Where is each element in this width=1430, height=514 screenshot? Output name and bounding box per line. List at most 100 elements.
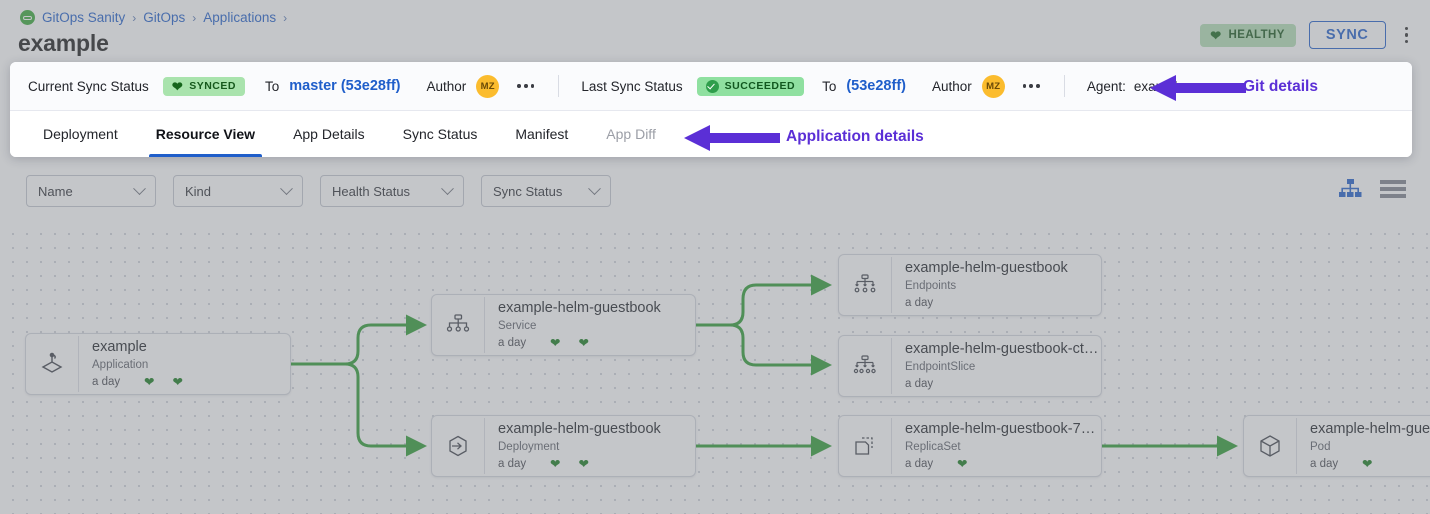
node-name: example-helm-guestbook (905, 259, 1068, 276)
node-kind: Deployment (498, 441, 560, 454)
heart-icon: ❤ (578, 457, 589, 472)
node-meta: a day ❤ ❤ (92, 374, 290, 390)
filter-name[interactable]: Name (26, 175, 156, 207)
tree-view-icon[interactable] (1338, 178, 1362, 200)
service-icon (432, 312, 484, 338)
filter-kind[interactable]: Kind (173, 175, 303, 207)
node-kind: Pod (1310, 441, 1331, 454)
annotation-arrow-application-details (684, 125, 780, 151)
node-kind: Service (498, 320, 537, 333)
breadcrumb-item-gitops-sanity[interactable]: GitOps Sanity (42, 10, 126, 25)
last-author-label: Author (931, 78, 972, 94)
node-body: example-helm-guestbook Endpoints a day (891, 257, 1101, 313)
node-body: example-helm-guestbook Deployment a day … (484, 418, 695, 474)
current-sync-more-icon[interactable] (515, 80, 536, 92)
heart-icon: ❤ (550, 336, 561, 351)
node-age: a day (905, 297, 934, 310)
list-view-icon[interactable] (1380, 179, 1406, 199)
node-meta: a day ❤ (905, 456, 1101, 472)
synced-badge-label: SYNCED (189, 80, 236, 92)
filter-health-status[interactable]: Health Status (320, 175, 464, 207)
graph-node-deployment[interactable]: example-helm-guestbook Deployment a day … (431, 415, 696, 477)
node-kind: Endpoints (905, 280, 957, 293)
resource-graph-canvas[interactable]: example Application a day ❤ ❤ (0, 221, 1430, 514)
tab-app-diff[interactable]: App Diff (606, 126, 656, 142)
status-badge-succeeded[interactable]: SUCCEEDED (696, 76, 805, 96)
node-name: example (92, 338, 147, 355)
node-age: a day (498, 458, 527, 471)
node-name: example-helm-guestbook-ct… (905, 340, 1099, 357)
tab-sync-status[interactable]: Sync Status (402, 126, 478, 142)
deployment-icon (432, 433, 484, 459)
header-actions: ❤ HEALTHY SYNC (1200, 21, 1414, 49)
status-badge-healthy[interactable]: ❤ HEALTHY (1200, 23, 1296, 47)
tab-deployment[interactable]: Deployment (43, 126, 118, 142)
tab-manifest[interactable]: Manifest (515, 126, 569, 142)
sync-button[interactable]: SYNC (1308, 21, 1386, 49)
breadcrumb-separator-icon: › (283, 10, 288, 25)
node-body: example Application a day ❤ ❤ (78, 336, 290, 392)
annotation-label-git-details: Git details (1243, 78, 1318, 95)
check-circle-icon (705, 79, 719, 93)
chevron-down-icon (133, 181, 146, 195)
avatar[interactable]: MZ (476, 74, 500, 98)
graph-node-endpoints[interactable]: example-helm-guestbook Endpoints a day (838, 254, 1102, 316)
chevron-down-icon (588, 181, 601, 195)
divider (558, 75, 560, 97)
node-age: a day (1310, 458, 1339, 471)
breadcrumb: GitOps Sanity › GitOps › Applications › (20, 10, 287, 25)
node-body: example-helm-guestbook-ct… EndpointSlice… (891, 338, 1101, 394)
view-toggle-group (1338, 178, 1406, 200)
graph-edges (291, 274, 1238, 457)
resource-toolbar: Name Kind Health Status Sync Status (0, 166, 1430, 221)
heart-icon: ❤ (1362, 457, 1373, 472)
node-body: example-helm-guestbook Service a day ❤ ❤ (484, 297, 695, 353)
tab-app-details[interactable]: App Details (293, 126, 365, 142)
heart-icon: ❤ (550, 457, 561, 472)
page-title: example (18, 30, 109, 56)
last-revision-link[interactable]: (53e28ff) (846, 78, 906, 94)
filter-sync-status[interactable]: Sync Status (481, 175, 611, 207)
graph-node-replicaset[interactable]: example-helm-guestbook-74… ReplicaSet a … (838, 415, 1102, 477)
chevron-down-icon (441, 181, 454, 195)
breadcrumb-item-gitops[interactable]: GitOps (143, 10, 186, 25)
filter-group: Name Kind Health Status Sync Status (26, 175, 611, 207)
tab-resource-view[interactable]: Resource View (137, 111, 274, 157)
graph-node-application[interactable]: example Application a day ❤ ❤ (25, 333, 291, 395)
page-header: GitOps Sanity › GitOps › Applications › … (0, 0, 1430, 66)
avatar[interactable]: MZ (981, 74, 1005, 98)
agent-label: Agent: (1086, 78, 1126, 94)
application-icon (26, 351, 78, 377)
node-name: example-helm-guest (1310, 420, 1430, 437)
endpoints-icon (839, 272, 891, 298)
node-name: example-helm-guestbook (498, 299, 661, 316)
annotation-label-application-details: Application details (786, 128, 924, 145)
chevron-down-icon (280, 181, 293, 195)
succeeded-badge-label: SUCCEEDED (724, 80, 796, 92)
node-age: a day (905, 458, 934, 471)
filter-sync-status-label: Sync Status (493, 183, 563, 199)
health-badge-label: HEALTHY (1228, 29, 1285, 41)
replicaset-icon (839, 433, 891, 459)
graph-node-pod[interactable]: example-helm-guest Pod a day ❤ (1243, 415, 1430, 477)
kebab-menu-icon[interactable] (1399, 24, 1415, 47)
graph-node-service[interactable]: example-helm-guestbook Service a day ❤ ❤ (431, 294, 696, 356)
graph-node-endpointslice[interactable]: example-helm-guestbook-ct… EndpointSlice… (838, 335, 1102, 397)
heart-icon: ❤ (171, 78, 184, 94)
node-meta: a day ❤ (1310, 456, 1430, 472)
current-revision-link[interactable]: master (53e28ff) (289, 78, 401, 94)
node-body: example-helm-guest Pod a day ❤ (1296, 418, 1430, 474)
heart-icon: ❤ (172, 375, 183, 390)
status-badge-synced[interactable]: ❤ SYNCED (162, 76, 245, 96)
endpointslice-icon (839, 353, 891, 379)
breadcrumb-item-applications[interactable]: Applications (203, 10, 277, 25)
divider (1063, 75, 1065, 97)
breadcrumb-separator-icon: › (192, 10, 197, 25)
heart-icon: ❤ (144, 375, 155, 390)
current-author-label: Author (426, 78, 467, 94)
node-kind: EndpointSlice (905, 361, 976, 374)
last-sync-status-label: Last Sync Status (581, 78, 683, 94)
last-sync-more-icon[interactable] (1021, 80, 1042, 92)
node-meta: a day ❤ ❤ (498, 335, 695, 351)
node-age: a day (498, 337, 527, 350)
